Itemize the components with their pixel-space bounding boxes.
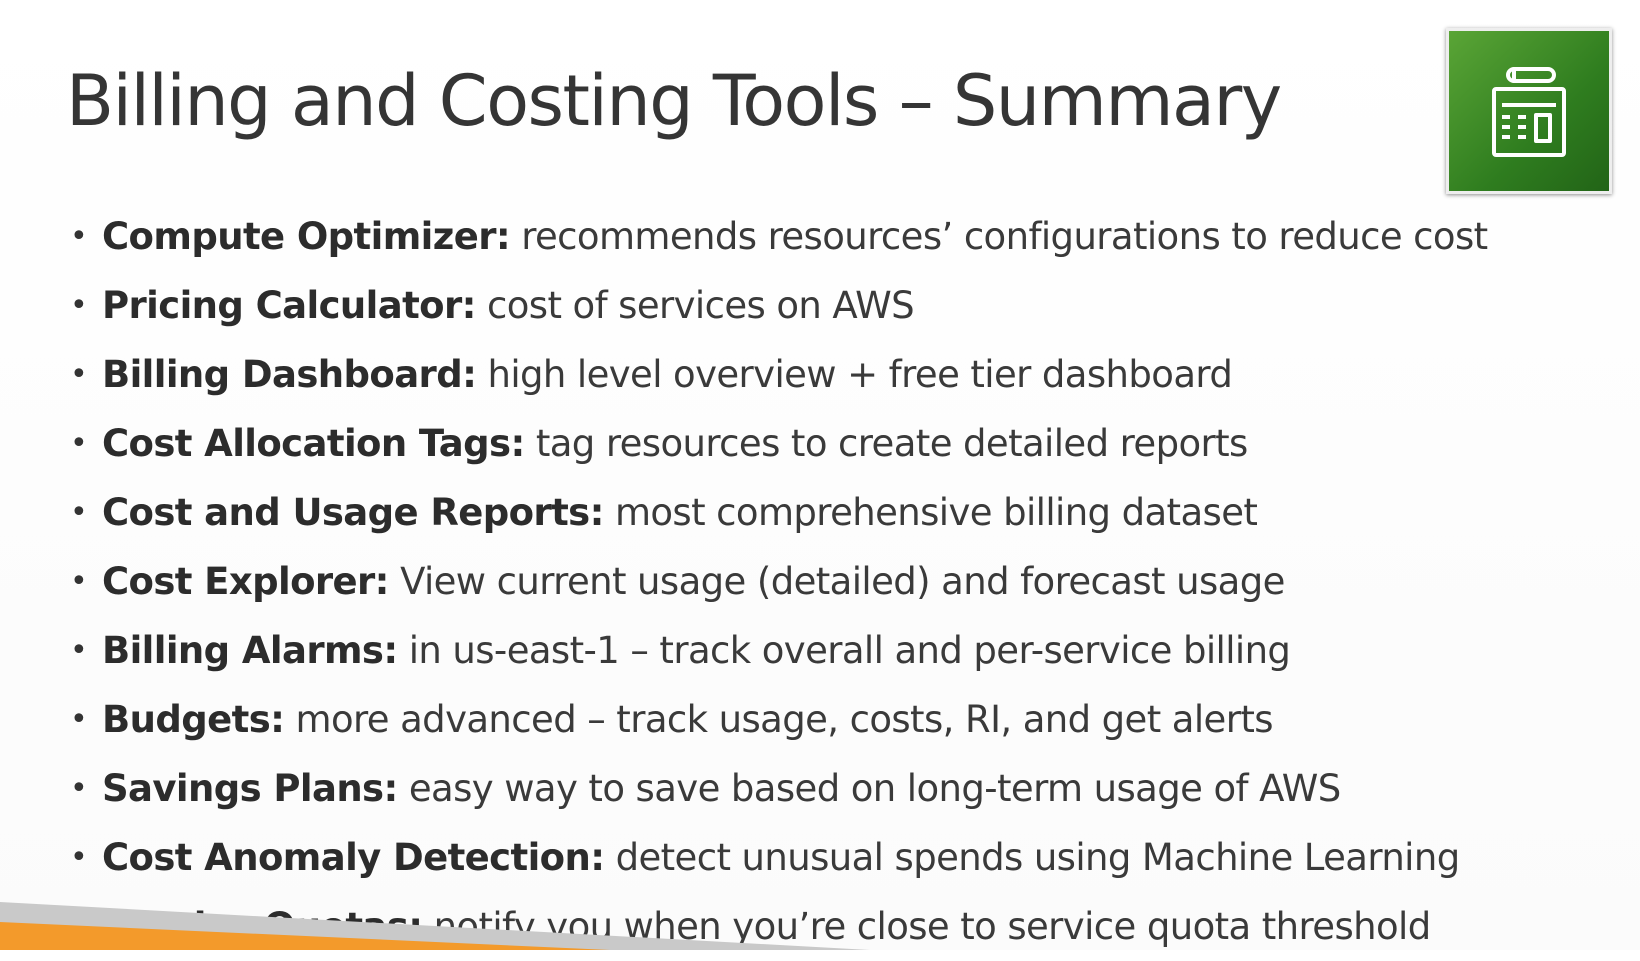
bullet-item: • Savings Plans: easy way to save based o… — [62, 754, 1488, 823]
bullet-term: Savings Plans: — [102, 767, 398, 810]
bullet-dot-icon: • — [70, 288, 88, 323]
bullet-description: most comprehensive billing dataset — [614, 491, 1258, 534]
bullet-item: • Pricing Calculator: cost of services on… — [62, 271, 1488, 340]
bullet-item: • Cost and Usage Reports: most comprehens… — [62, 478, 1488, 547]
bullet-dot-icon: • — [70, 771, 88, 806]
bullet-item: • Service Quotas: notify you when you’re … — [62, 892, 1488, 961]
bullet-list: • Compute Optimizer: recommends resources… — [62, 202, 1488, 961]
bullet-item: • Billing Dashboard: high level overview … — [62, 340, 1488, 409]
bullet-term: Service Quotas: — [102, 905, 423, 948]
bullet-description: cost of services on AWS — [487, 284, 915, 327]
bullet-description: recommends resources’ configurations to … — [521, 215, 1488, 258]
bullet-dot-icon: • — [70, 633, 88, 668]
bullet-term: Cost and Usage Reports: — [102, 491, 604, 534]
bullet-dot-icon: • — [70, 909, 88, 944]
bullet-item: • Cost Anomaly Detection: detect unusual … — [62, 823, 1488, 892]
bullet-item: • Compute Optimizer: recommends resources… — [62, 202, 1488, 271]
bullet-term: Billing Dashboard: — [102, 353, 477, 396]
bullet-term: Cost Explorer: — [102, 560, 389, 603]
bullet-description: more advanced – track usage, costs, RI, … — [295, 698, 1274, 741]
bullet-dot-icon: • — [70, 219, 88, 254]
bullet-dot-icon: • — [70, 426, 88, 461]
bullet-description: detect unusual spends using Machine Lear… — [615, 836, 1461, 879]
bullet-item: • Cost Explorer: View current usage (deta… — [62, 547, 1488, 616]
bullet-dot-icon: • — [70, 564, 88, 599]
bullet-description: View current usage (detailed) and foreca… — [400, 560, 1285, 603]
calculator-glyph — [1492, 67, 1566, 157]
bullet-item: • Budgets: more advanced – track usage, c… — [62, 685, 1488, 754]
bullet-dot-icon: • — [70, 495, 88, 530]
bullet-dot-icon: • — [70, 840, 88, 875]
bullet-dot-icon: • — [70, 702, 88, 737]
slide-title: Billing and Costing Tools – Summary — [66, 60, 1282, 142]
bullet-item: • Billing Alarms: in us-east-1 – track ov… — [62, 616, 1488, 685]
bullet-description: tag resources to create detailed reports — [535, 422, 1249, 465]
calculator-icon — [1446, 28, 1612, 194]
bullet-item: • Cost Allocation Tags: tag resources to … — [62, 409, 1488, 478]
bullet-description: notify you when you’re close to service … — [433, 905, 1432, 948]
bullet-description: in us-east-1 – track overall and per-ser… — [408, 629, 1291, 672]
bullet-term: Billing Alarms: — [102, 629, 398, 672]
bullet-term: Cost Allocation Tags: — [102, 422, 525, 465]
bullet-term: Compute Optimizer: — [102, 215, 511, 258]
bullet-description: easy way to save based on long-term usag… — [408, 767, 1341, 810]
bullet-term: Pricing Calculator: — [102, 284, 476, 327]
bullet-term: Cost Anomaly Detection: — [102, 836, 605, 879]
bullet-term: Budgets: — [102, 698, 285, 741]
bullet-dot-icon: • — [70, 357, 88, 392]
bullet-description: high level overview + free tier dashboar… — [487, 353, 1233, 396]
